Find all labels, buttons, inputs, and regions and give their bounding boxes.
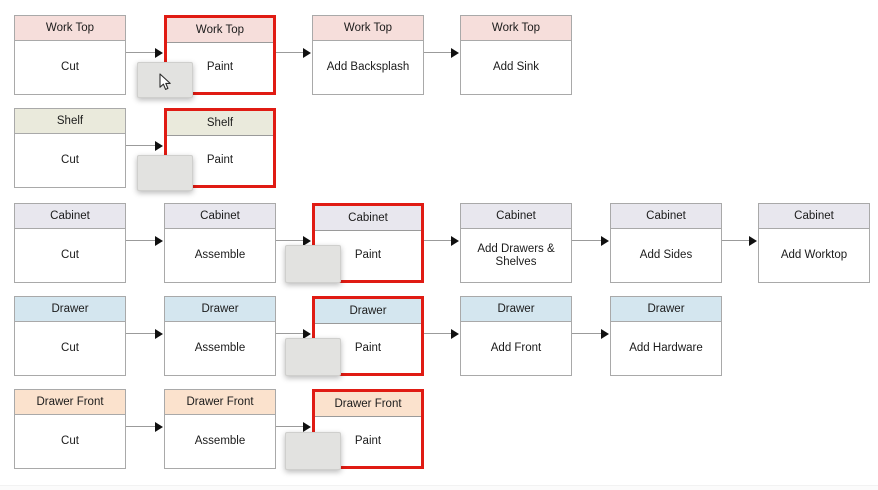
node-header: Cabinet — [165, 204, 275, 229]
arrowhead-cabinet-2 — [303, 236, 311, 246]
arrowhead-cabinet-4 — [601, 236, 609, 246]
node-label: Paint — [354, 342, 382, 354]
node-header: Work Top — [313, 16, 423, 41]
node-label: Paint — [206, 61, 234, 73]
node-header: Drawer — [15, 297, 125, 322]
node-header: Drawer Front — [165, 390, 275, 415]
node-header: Shelf — [167, 111, 273, 136]
node-label: Add Worktop — [780, 249, 848, 261]
arrowhead-work-top-1 — [155, 48, 163, 58]
arrowhead-drawer-4 — [601, 329, 609, 339]
arrowhead-cabinet-1 — [155, 236, 163, 246]
connector-cabinet-4 — [572, 240, 604, 241]
connector-work-top-2 — [276, 52, 306, 53]
node-header: Cabinet — [611, 204, 721, 229]
node-header: Drawer Front — [315, 392, 421, 417]
arrowhead-work-top-3 — [451, 48, 459, 58]
node-header: Work Top — [167, 18, 273, 43]
node-header: Work Top — [15, 16, 125, 41]
node-label: Add Sides — [639, 249, 693, 261]
arrowhead-cabinet-3 — [451, 236, 459, 246]
connector-drawer-front-2 — [276, 426, 306, 427]
node-label: Cut — [61, 342, 79, 354]
arrowhead-cabinet-5 — [749, 236, 757, 246]
node-label: Add Front — [490, 342, 542, 354]
node-header: Drawer Front — [15, 390, 125, 415]
connector-cabinet-2 — [276, 240, 306, 241]
connector-work-top-1 — [126, 52, 158, 53]
node-label: Assemble — [194, 435, 246, 447]
connector-drawer-2 — [276, 333, 306, 334]
node-label: Paint — [354, 435, 382, 447]
node-header: Drawer — [461, 297, 571, 322]
node-header: Drawer — [315, 299, 421, 324]
node-header: Cabinet — [461, 204, 571, 229]
node-header: Shelf — [15, 109, 125, 134]
connector-cabinet-3 — [424, 240, 454, 241]
drag-ghost-cabinet[interactable] — [285, 245, 341, 283]
node-header: Cabinet — [759, 204, 869, 229]
node-label: Add Drawers & Shelves — [477, 242, 555, 268]
node-header: Cabinet — [15, 204, 125, 229]
connector-work-top-3 — [424, 52, 454, 53]
node-label: Paint — [206, 154, 234, 166]
connector-shelf-1 — [126, 145, 158, 146]
node-header: Drawer — [165, 297, 275, 322]
arrowhead-shelf-1 — [155, 141, 163, 151]
arrowhead-drawer-3 — [451, 329, 459, 339]
node-label: Cut — [61, 435, 79, 447]
node-label: Add Sink — [492, 61, 540, 73]
node-label: Add Hardware — [629, 342, 703, 354]
node-header: Drawer — [611, 297, 721, 322]
node-label: Add Backsplash — [326, 61, 410, 73]
connector-drawer-4 — [572, 333, 604, 334]
node-label: Cut — [61, 154, 79, 166]
node-header: Cabinet — [315, 206, 421, 231]
node-label: Cut — [61, 249, 79, 261]
arrowhead-drawer-front-1 — [155, 422, 163, 432]
connector-cabinet-5 — [722, 240, 752, 241]
node-header: Work Top — [461, 16, 571, 41]
drag-ghost-drawer[interactable] — [285, 338, 341, 376]
arrowhead-work-top-2 — [303, 48, 311, 58]
connector-drawer-front-1 — [126, 426, 158, 427]
node-label: Assemble — [194, 342, 246, 354]
arrowhead-drawer-1 — [155, 329, 163, 339]
drag-ghost-shelf[interactable] — [137, 155, 193, 191]
drag-ghost-drawer-front[interactable] — [285, 432, 341, 470]
connector-drawer-1 — [126, 333, 158, 334]
node-label: Cut — [61, 61, 79, 73]
connector-drawer-3 — [424, 333, 454, 334]
node-label: Assemble — [194, 249, 246, 261]
node-label: Paint — [354, 249, 382, 261]
arrowhead-drawer-2 — [303, 329, 311, 339]
canvas-bottom-edge — [0, 485, 878, 490]
connector-cabinet-1 — [126, 240, 158, 241]
drag-ghost-work-top[interactable] — [137, 62, 193, 98]
arrowhead-drawer-front-2 — [303, 422, 311, 432]
